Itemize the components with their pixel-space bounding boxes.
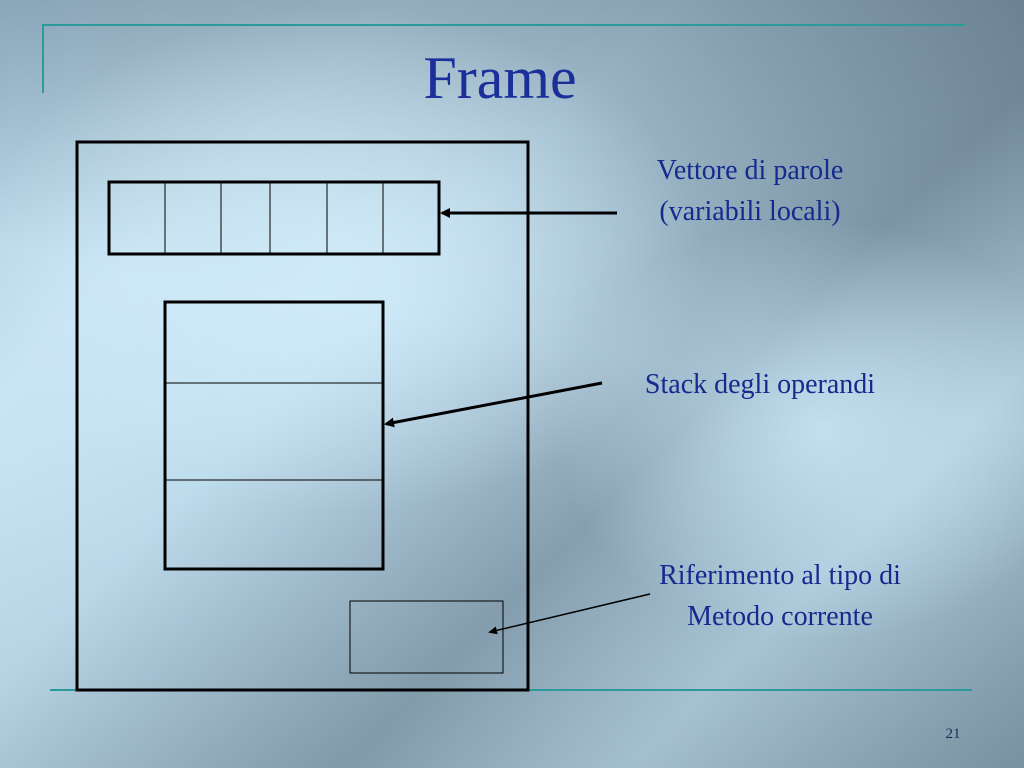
page-number: 21 bbox=[945, 726, 961, 742]
stack-label: Stack degli operandi bbox=[644, 369, 876, 400]
local-variables-array bbox=[107, 180, 441, 256]
riferimento-label-line2: Metodo corrente bbox=[687, 601, 873, 632]
riferimento-label: Riferimento al tipo di Metodo corrente bbox=[620, 555, 940, 637]
riferimento-label-line1: Riferimento al tipo di bbox=[659, 560, 901, 591]
stack-arrow bbox=[384, 381, 603, 428]
operand-stack bbox=[163, 300, 385, 571]
riferimento-arrow bbox=[488, 593, 651, 635]
vettore-label: Vettore di parole (variabili locali) bbox=[600, 150, 900, 232]
vettore-label-line2: (variabili locali) bbox=[659, 196, 841, 227]
method-reference-box bbox=[349, 600, 504, 674]
vettore-label-line1: Vettore di parole bbox=[656, 155, 844, 186]
slide-title: Frame bbox=[423, 45, 577, 111]
operand-stack-box bbox=[163, 300, 385, 571]
local-variables-box bbox=[107, 180, 441, 256]
frame-box bbox=[75, 140, 530, 692]
